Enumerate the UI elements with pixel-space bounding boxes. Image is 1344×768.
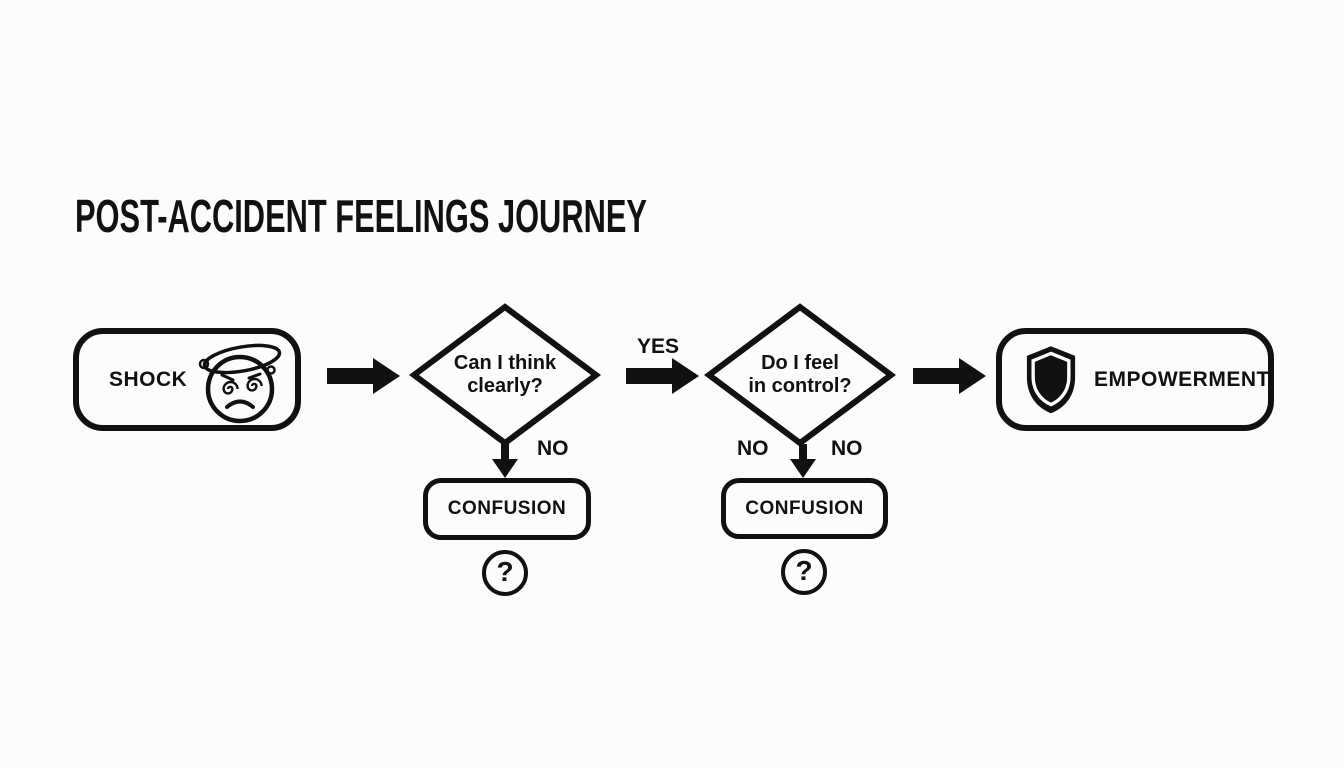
decision1-node: Can I think clearly?: [409, 302, 601, 448]
flow-arrow-decision1-to-decision2: [626, 358, 699, 394]
confusion1-label: CONFUSION: [447, 498, 567, 519]
decision2-diamond-shape: [704, 303, 896, 447]
confusion2-node: CONFUSION: [721, 478, 888, 539]
no-label-decision2-right: NO: [831, 437, 863, 460]
yes-label: YES: [637, 335, 680, 358]
question-mark-badge-1: ?: [482, 550, 528, 596]
decision2-line1: Do I feel: [761, 352, 839, 374]
shock-label: SHOCK: [109, 367, 188, 391]
page-title: POST-ACCIDENT FEELINGS JOURNEY: [75, 190, 647, 242]
decision2-question: Do I feel in control?: [704, 302, 896, 448]
decision1-question: Can I think clearly?: [409, 302, 601, 448]
no-label-decision2-left: NO: [737, 437, 769, 460]
confusion1-node: CONFUSION: [423, 478, 591, 540]
empowerment-node: EMPOWERMENT: [996, 328, 1274, 431]
dizzy-face-icon: [193, 333, 287, 427]
decision1-line1: Can I think: [453, 352, 557, 374]
no-label-decision1: NO: [537, 437, 569, 460]
confusion2-label: CONFUSION: [745, 497, 864, 519]
down-arrow-decision2: [790, 444, 816, 478]
decision1-line2: clearly?: [467, 375, 543, 397]
question-mark-glyph: ?: [496, 556, 514, 587]
question-mark-glyph: ?: [795, 555, 813, 586]
shock-node: SHOCK: [73, 328, 301, 431]
flow-arrow-decision2-to-empowerment: [913, 358, 986, 394]
decision2-node: Do I feel in control?: [704, 302, 896, 448]
down-arrow-decision1: [492, 444, 518, 478]
decision1-diamond-shape: [409, 303, 601, 447]
empowerment-label: EMPOWERMENT: [1094, 367, 1270, 391]
question-mark-badge-2: ?: [781, 549, 827, 595]
shield-icon: [1024, 344, 1078, 416]
decision2-line2: in control?: [748, 375, 852, 397]
flow-arrow-shock-to-decision1: [327, 358, 400, 394]
